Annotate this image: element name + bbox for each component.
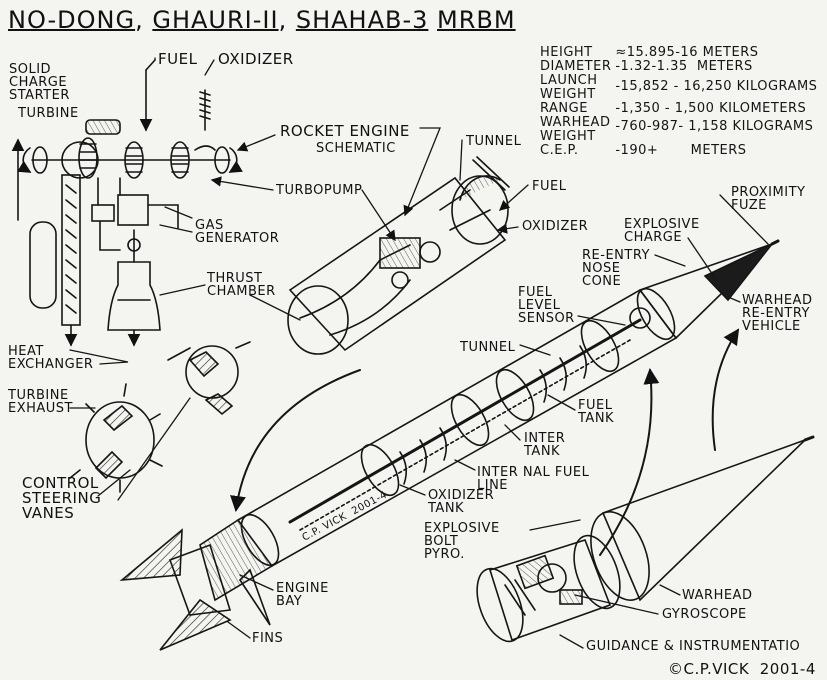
page-title: NO-DONG, GHAURI-II, SHAHAB-3 MRBM xyxy=(8,6,516,34)
label-schematic: SCHEMATIC xyxy=(316,141,396,156)
missile-body xyxy=(119,239,780,651)
spec-row: DIAMETER-1.32-1.35 METERS xyxy=(540,60,821,74)
label-proximity-fuze: PROXIMITY FUZE xyxy=(731,185,806,213)
spec-row: RANGE -1,350 - 1,500 KILOMETERS xyxy=(540,102,821,116)
label-fins: FINS xyxy=(252,631,284,646)
label-gas-generator: GAS GENERATOR xyxy=(195,218,280,246)
label-tunnel-top: TUNNEL xyxy=(466,134,522,149)
engine-cutaway xyxy=(287,156,510,355)
spec-name: C.E.P. xyxy=(540,143,579,158)
spec-row: WARHEAD WEIGHT -760-987- 1,158 KILOGRAMS xyxy=(540,116,821,144)
title-part-shahab: SHAHAB-3 xyxy=(295,6,429,34)
spec-name: DIAMETER xyxy=(540,59,612,74)
label-gyroscope: GYROSCOPE xyxy=(662,607,747,622)
label-turbopump: TURBOPUMP xyxy=(276,183,363,198)
label-explosive-charge: EXPLOSIVE CHARGE xyxy=(624,217,700,245)
label-fuel-tank: FUEL TANK xyxy=(578,398,615,426)
spec-value: ≈15.895-16 METERS xyxy=(615,45,759,60)
spec-value: -760-987- 1,158 KILOGRAMS xyxy=(615,119,814,134)
title-part-ghauri: GHAURI-II xyxy=(152,6,279,34)
label-reentry-nose-cone: RE-ENTRY NOSE CONE xyxy=(582,248,650,289)
engine-schematic xyxy=(11,59,243,347)
spec-name: HEIGHT xyxy=(540,45,593,60)
title-part-nodong: NO-DONG xyxy=(8,6,136,34)
spec-name: WARHEAD WEIGHT xyxy=(540,115,611,144)
label-oxidizer-tank: OXIDIZER TANK xyxy=(428,488,495,516)
label-thrust-chamber: THRUST CHAMBER xyxy=(207,271,276,299)
label-fuel-right: FUEL xyxy=(532,179,567,194)
label-explosive-bolt-pyro: EXPLOSIVE BOLT PYRO. xyxy=(424,521,500,562)
label-oxidizer-top: OXIDIZER xyxy=(218,50,294,68)
spec-name: LAUNCH WEIGHT xyxy=(540,73,598,102)
spec-value: -1.32-1.35 METERS xyxy=(615,59,753,74)
starter-canister xyxy=(85,119,121,135)
label-control-steering-vanes: CONTROL STEERING VANES xyxy=(22,474,102,522)
label-fuel-level-sensor: FUEL LEVEL SENSOR xyxy=(518,285,575,326)
spec-row: C.E.P. -190+ METERS xyxy=(540,144,821,158)
spec-value: -1,350 - 1,500 KILOMETERS xyxy=(615,101,807,116)
label-rocket-engine: ROCKET ENGINE xyxy=(280,122,410,140)
label-oxidizer-right: OXIDIZER xyxy=(522,219,589,234)
label-turbine-exhaust: TURBINE EXHAUST xyxy=(8,388,73,416)
label-internal-fuel-line: INTER NAL FUEL LINE xyxy=(477,465,590,493)
copyright-notice: ©C.P.VICK 2001-4 xyxy=(668,660,816,678)
spec-row: LAUNCH WEIGHT -15,852 - 16,250 KILOGRAMS xyxy=(540,74,821,102)
spec-row: HEIGHT ≈15.895-16 METERS xyxy=(540,46,821,60)
title-part-mrbm: MRBM xyxy=(437,6,516,34)
label-solid-charge-starter: SOLID CHARGE STARTER xyxy=(9,62,70,103)
spec-table: HEIGHT ≈15.895-16 METERS DIAMETER-1.32-1.… xyxy=(540,46,821,158)
label-engine-bay: ENGINE BAY xyxy=(276,581,329,609)
control-vanes xyxy=(69,341,251,493)
label-inter-tank: INTER TANK xyxy=(524,431,566,459)
spec-value: -190+ METERS xyxy=(615,143,747,158)
label-warhead: WARHEAD xyxy=(682,588,753,603)
label-heat-exchanger: HEAT EXCHANGER xyxy=(8,344,94,372)
label-fuel-top: FUEL xyxy=(158,50,198,68)
spec-value: -15,852 - 16,250 KILOGRAMS xyxy=(615,79,818,94)
label-guidance-instrumentation: GUIDANCE & INSTRUMENTATIO xyxy=(586,639,801,654)
label-turbine: TURBINE xyxy=(18,106,79,121)
label-tunnel-mid: TUNNEL xyxy=(460,340,516,355)
spec-name: RANGE xyxy=(540,101,588,116)
label-warhead-reentry-vehicle: WARHEAD RE-ENTRY VEHICLE xyxy=(742,293,813,334)
leader-lines xyxy=(69,57,769,649)
